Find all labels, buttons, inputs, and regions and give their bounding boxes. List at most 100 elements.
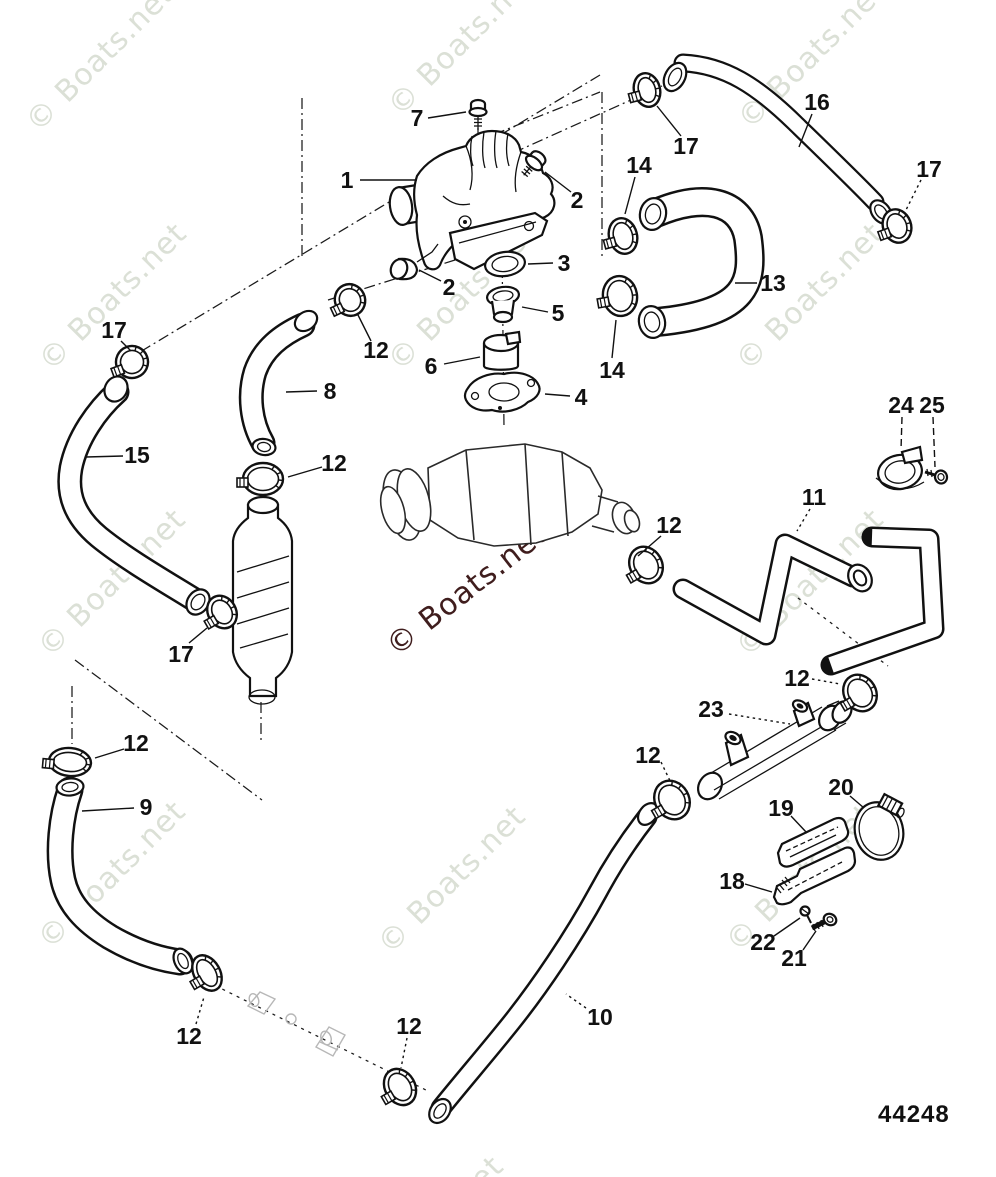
watermark: © Boats.net [371, 799, 533, 961]
thermostat-5 [486, 285, 520, 324]
bolt-7 [468, 98, 488, 130]
hose-clamp-icon [839, 673, 879, 713]
hose-16 [662, 53, 893, 225]
part-label-23: 23 [698, 696, 724, 722]
bolt-2-upper [521, 150, 547, 178]
part-label-17: 17 [673, 133, 699, 159]
part-label-14: 14 [626, 152, 652, 178]
leader-line-22 [773, 917, 801, 937]
part-label-19: 19 [768, 795, 794, 821]
leader-line-5 [521, 306, 549, 313]
hose-clamp-icon [602, 217, 639, 255]
leader-line-23 [728, 713, 791, 725]
leader-line-11 [796, 508, 811, 532]
leader-line-12 [811, 678, 841, 685]
shield-19 [776, 816, 850, 868]
hose-8 [238, 309, 319, 457]
part-label-10: 10 [587, 1004, 613, 1030]
leader-line-17 [120, 340, 132, 352]
leader-line-7 [427, 111, 467, 119]
watermark: © Boats.net [349, 1149, 511, 1177]
watermark: © Boats.net [19, 0, 181, 139]
part-label-8: 8 [324, 378, 337, 404]
part-label-11: 11 [802, 484, 827, 510]
leader-line-12 [94, 748, 125, 759]
part-label-4: 4 [575, 384, 588, 410]
bracket-24 [875, 445, 925, 491]
clamp-20 [853, 792, 905, 861]
leader-line-12 [287, 466, 323, 478]
part-label-14: 14 [599, 357, 625, 383]
leader-line-12 [356, 312, 372, 342]
leader-line-24 [900, 416, 903, 451]
screw-25 [924, 468, 949, 485]
fitting-23 [696, 699, 853, 801]
leader-line-4 [544, 393, 571, 397]
leader-line-8 [285, 390, 318, 393]
part-label-12: 12 [176, 1023, 202, 1049]
leader-line-12 [660, 761, 673, 786]
gasket-4 [463, 371, 541, 413]
bolt-21 [810, 912, 838, 932]
part-label-17: 17 [101, 317, 127, 343]
plug-2 [389, 243, 439, 281]
hose-clamp-icon [380, 1067, 418, 1107]
ghost-fittings [246, 991, 346, 1057]
seal-ring-3 [484, 250, 526, 278]
hose-11 [672, 526, 945, 676]
leader-line-21 [802, 930, 817, 951]
leader-line-12 [637, 535, 662, 557]
part-label-17: 17 [916, 156, 942, 182]
hose-clamp-icon [109, 344, 150, 380]
leader-line-17 [656, 105, 682, 137]
hose-clamp-icon [596, 274, 639, 318]
part-label-12: 12 [396, 1013, 422, 1039]
leader-line-14 [611, 319, 617, 359]
hose-clamp-icon [203, 594, 239, 631]
leader-line-12 [400, 1037, 408, 1069]
part-label-5: 5 [552, 300, 565, 326]
part-label-18: 18 [719, 868, 745, 894]
part-label-2: 2 [571, 187, 584, 213]
part-label-16: 16 [804, 89, 830, 115]
sleeve-6 [482, 330, 522, 371]
leader-line-20 [849, 795, 865, 809]
part-label-22: 22 [750, 929, 776, 955]
part-label-20: 20 [828, 774, 854, 800]
leader-line-3 [527, 262, 554, 265]
part-label-24: 24 [888, 392, 914, 418]
hose-9 [46, 776, 194, 976]
part-label-17: 17 [168, 641, 194, 667]
part-label-3: 3 [558, 250, 571, 276]
leader-line-2 [544, 171, 572, 193]
part-label-12: 12 [321, 450, 347, 476]
part-label-15: 15 [124, 442, 150, 468]
hose-10 [428, 802, 660, 1125]
part-label-12: 12 [635, 742, 661, 768]
part-label-6: 6 [425, 353, 438, 379]
part-label-12: 12 [656, 512, 682, 538]
hose-clamp-icon [876, 208, 913, 244]
hose-13 [637, 187, 765, 339]
leader-line-10 [565, 993, 587, 1009]
leader-line-12 [195, 996, 205, 1025]
watermark: © Boats.net [381, 0, 543, 123]
leader-line-15 [85, 455, 124, 458]
drawing-number: 44248 [878, 1101, 950, 1128]
hose-15 [57, 375, 211, 616]
hose-clamp-icon [188, 954, 223, 992]
leader-line-6 [443, 356, 481, 365]
leader-line-25 [932, 416, 936, 468]
water-pump-phantom [379, 443, 641, 547]
screw-22 [799, 905, 812, 924]
part-label-12: 12 [784, 665, 810, 691]
part-label-12: 12 [123, 730, 149, 756]
part-label-1: 1 [341, 167, 354, 193]
part-label-12: 12 [363, 337, 389, 363]
hose-clamp-icon [650, 779, 691, 821]
hose-clamp-icon [329, 282, 367, 318]
leader-line-9 [81, 807, 135, 812]
